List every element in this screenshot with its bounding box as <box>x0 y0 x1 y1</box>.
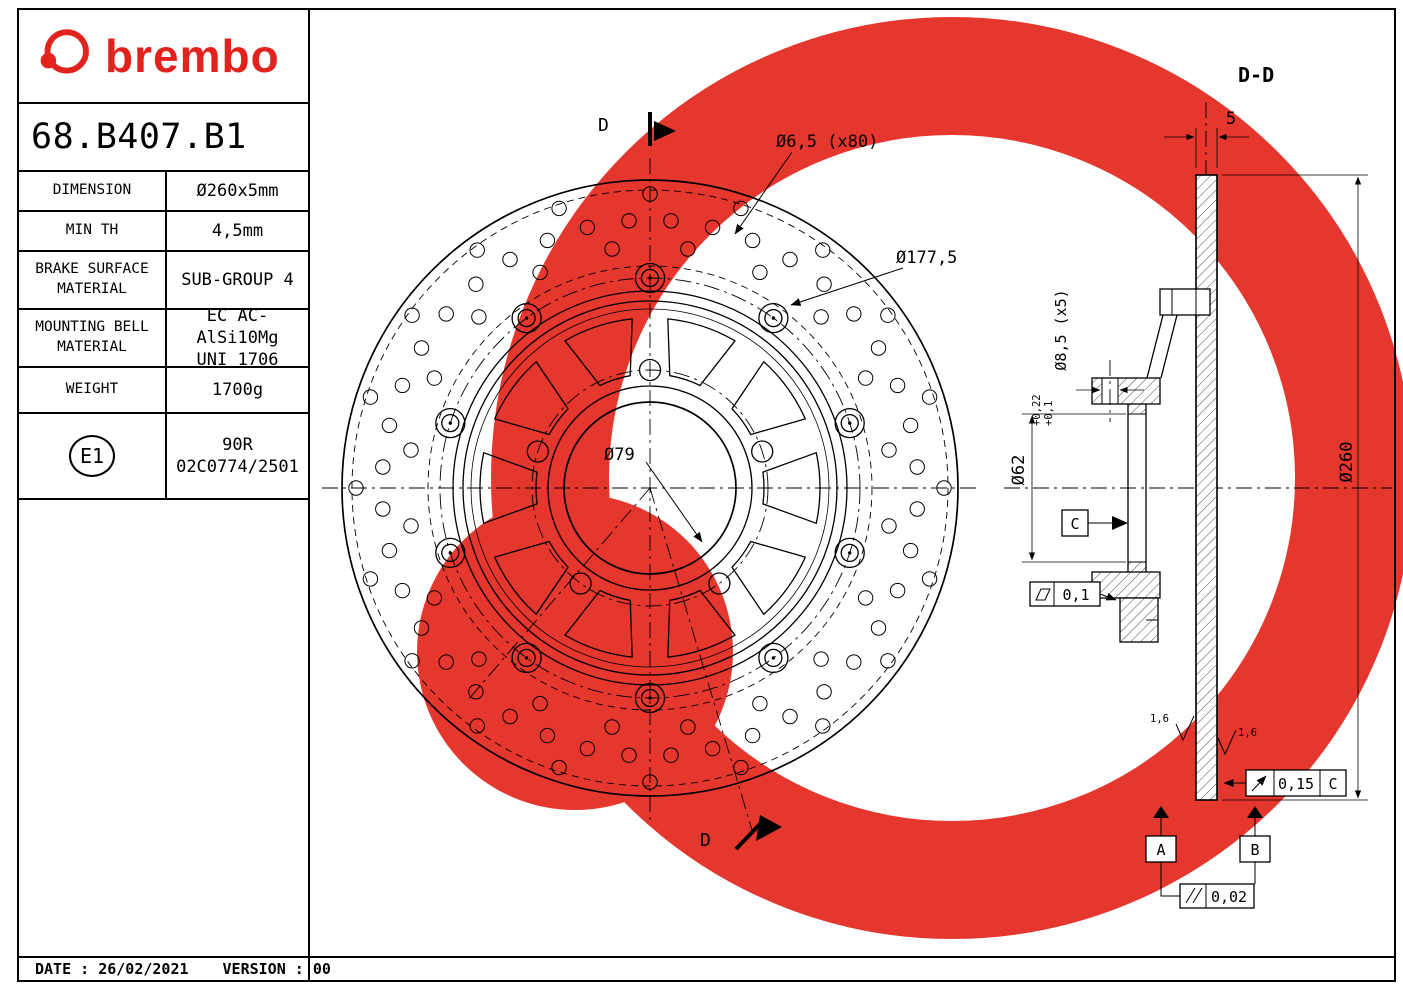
bore-tol-lower: +0,1 <box>1043 401 1055 426</box>
parallelism-value: 0,02 <box>1211 888 1247 906</box>
spec-row-mounting-bell: MOUNTING BELL MATERIAL EC AC-AlSi10Mg UN… <box>19 305 308 371</box>
spec-label: MOUNTING BELL MATERIAL <box>19 310 167 366</box>
spec-table: DIMENSION Ø260x5mm MIN TH 4,5mm BRAKE SU… <box>19 172 308 414</box>
spec-row-min-th: MIN TH 4,5mm <box>19 212 308 252</box>
footer-date: DATE : 26/02/2021 <box>35 960 189 978</box>
spec-value: 4,5mm <box>211 220 264 241</box>
datum-a-label: A <box>1156 841 1165 859</box>
brembo-logo: brembo <box>19 10 308 104</box>
flatness-value: 0,1 <box>1062 586 1089 604</box>
runout-value: 0,15 <box>1278 775 1314 793</box>
spec-label: WEIGHT <box>19 368 167 412</box>
brand-name: brembo <box>105 30 280 82</box>
floating-bobbins <box>435 262 865 714</box>
center-bore-dim: Ø79 <box>604 445 635 465</box>
spec-row-brake-surface: BRAKE SURFACE MATERIAL SUB-GROUP 4 <box>19 252 308 310</box>
section-view <box>1004 102 1392 909</box>
spec-row-weight: WEIGHT 1700g <box>19 368 308 414</box>
spec-label: MIN TH <box>19 212 167 250</box>
bore-dim: Ø62 <box>1009 455 1029 486</box>
section-letter-bottom: D <box>700 830 711 851</box>
bolt-circle-dim: Ø177,5 <box>896 248 957 268</box>
brembo-logo-icon <box>40 29 89 74</box>
spec-value: EC AC-AlSi10Mg UNI 1706 <box>196 305 279 371</box>
brembo-watermark-icon <box>417 17 1403 939</box>
homologation-badge-cell: E1 <box>19 414 167 498</box>
drawing-sheet-frame: brembo 68.B407.B1 DIMENSION Ø260x5mm MIN… <box>17 8 1396 982</box>
front-view-labels: D D Ø6,5 (x80) Ø177,5 Ø79 <box>598 115 957 851</box>
bell-holes-dim: Ø8,5 (x5) <box>1052 289 1070 370</box>
drill-hole-pattern <box>348 186 952 790</box>
title-block: brembo 68.B407.B1 DIMENSION Ø260x5mm MIN… <box>19 10 310 980</box>
spec-value: 1700g <box>211 379 264 400</box>
runout-datum-label: C <box>1328 775 1337 793</box>
roughness-left-value: 1,6 <box>1150 713 1169 725</box>
footer-version: VERSION : 00 <box>222 960 331 978</box>
part-number: 68.B407.B1 <box>31 117 247 157</box>
bell-bolt-holes <box>526 358 774 595</box>
holes-note-dim: Ø6,5 (x80) <box>776 132 878 152</box>
outer-dia-dim: Ø260 <box>1337 442 1357 483</box>
part-number-row: 68.B407.B1 <box>19 104 308 172</box>
section-view-labels: D-D 5 Ø8,5 (x5) Ø62 +0,22 +0,1 Ø260 C 0,… <box>1009 63 1357 906</box>
spec-label: DIMENSION <box>19 172 167 210</box>
bore-tol-upper: +0,22 <box>1031 394 1043 426</box>
front-view <box>322 112 978 851</box>
spec-row-dimension: DIMENSION Ø260x5mm <box>19 172 308 212</box>
section-title: D-D <box>1238 63 1274 87</box>
thickness-dim: 5 <box>1226 109 1236 129</box>
homologation-row: E1 90R 02C0774/2501 <box>19 414 308 500</box>
footer: DATE : 26/02/2021 VERSION : 00 <box>19 956 1394 980</box>
spec-value: Ø260x5mm <box>196 180 279 201</box>
datum-c-label: C <box>1070 515 1079 533</box>
datum-b-label: B <box>1250 841 1259 859</box>
roughness-right-value: 1,6 <box>1238 727 1257 739</box>
spec-value: SUB-GROUP 4 <box>181 269 294 290</box>
spec-label: BRAKE SURFACE MATERIAL <box>19 252 167 308</box>
section-letter-top: D <box>598 115 609 136</box>
homologation-value: 90R 02C0774/2501 <box>176 434 299 477</box>
e1-badge: E1 <box>69 435 115 477</box>
bell-spoke-windows <box>479 318 821 658</box>
